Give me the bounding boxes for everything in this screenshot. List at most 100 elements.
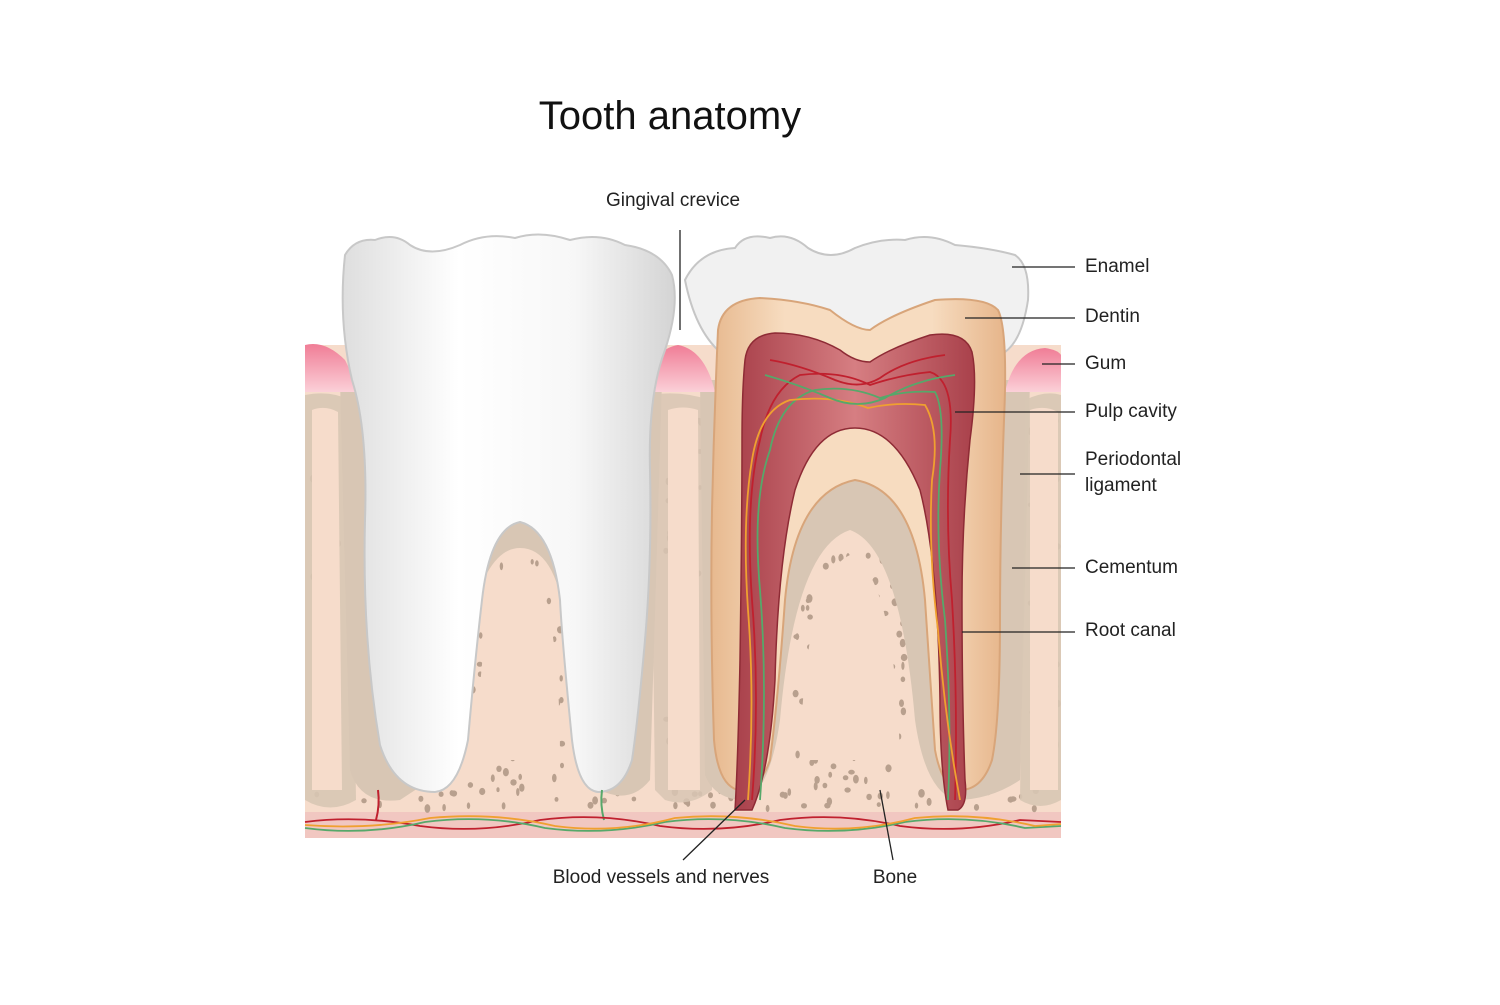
bone-pore xyxy=(795,633,800,640)
bone-pore xyxy=(530,559,534,565)
pulp-vessels xyxy=(744,354,961,801)
bone-pore xyxy=(1007,796,1014,803)
bone-pore xyxy=(552,773,557,783)
bone-pore xyxy=(418,795,424,802)
bone-pore xyxy=(914,802,919,809)
bone-pore xyxy=(1031,805,1037,813)
bone-pore xyxy=(806,594,813,603)
label-enamel: Enamel xyxy=(1085,256,1150,277)
gum-left xyxy=(305,344,360,392)
bone-pore xyxy=(673,802,678,810)
bone-pore xyxy=(499,562,504,571)
bone-pore xyxy=(710,801,716,809)
label-bone: Bone xyxy=(872,867,918,888)
bone-pore xyxy=(886,791,890,799)
bone-pore xyxy=(865,552,871,559)
leader-bone xyxy=(879,789,894,861)
bone-pore xyxy=(490,774,495,782)
bone-septum-right xyxy=(1030,407,1058,790)
bone-pore xyxy=(864,776,868,785)
bone-pore xyxy=(838,553,844,562)
bone-pore xyxy=(901,661,905,671)
bone-pore xyxy=(476,661,483,667)
bone-pore xyxy=(848,769,855,775)
bone-pore xyxy=(842,775,849,781)
bone-septum-middle xyxy=(668,407,700,790)
bone-pore xyxy=(361,798,367,804)
bone-pore xyxy=(809,759,815,766)
bone-pore xyxy=(830,763,837,770)
bone-pore xyxy=(496,765,502,772)
bone-pore xyxy=(518,773,522,781)
bone-pore xyxy=(899,699,904,707)
bone-pore xyxy=(866,793,872,801)
bone-pore xyxy=(559,675,563,682)
bone-pore xyxy=(885,764,892,773)
gum-right xyxy=(1005,348,1061,392)
bone-pore xyxy=(822,562,829,570)
bone-pore xyxy=(918,789,925,798)
label-gum: Gum xyxy=(1085,353,1127,374)
bone-pore xyxy=(496,787,500,793)
bone-pore xyxy=(592,796,598,805)
bone-pore xyxy=(467,782,474,788)
bone-pore xyxy=(900,653,908,662)
leader-lines xyxy=(679,230,1075,861)
bone-pore xyxy=(510,779,517,786)
bone-pore xyxy=(900,676,906,683)
bone-pore xyxy=(708,792,713,799)
leader-blood-vessels xyxy=(682,799,746,861)
bone-pore xyxy=(831,555,836,564)
bone-pore xyxy=(560,762,564,769)
bone-pore xyxy=(792,689,799,698)
bone-pore xyxy=(801,803,807,809)
bone-interradicular-right xyxy=(800,555,900,760)
label-periodontal-line2: ligament xyxy=(1085,475,1157,496)
bone-pore xyxy=(559,697,564,704)
bone-pore xyxy=(478,632,483,639)
label-blood-vessels-nerves: Blood vessels and nerves xyxy=(552,867,770,888)
bone-pore xyxy=(502,768,509,777)
bone-pore xyxy=(899,638,906,648)
bone-pore xyxy=(926,797,932,806)
bone-pore xyxy=(813,782,818,791)
bone-pore xyxy=(900,707,907,716)
bone-pore xyxy=(424,804,431,813)
label-dentin: Dentin xyxy=(1085,306,1140,327)
bone-pore xyxy=(973,804,980,811)
left-tooth xyxy=(341,233,676,794)
bone-pore xyxy=(501,802,506,810)
bone-pore xyxy=(631,796,637,802)
label-periodontal-line1: Periodontal xyxy=(1085,449,1182,470)
bone-pore xyxy=(822,782,828,789)
bone-pore xyxy=(853,774,859,784)
bone-pore xyxy=(765,804,770,813)
bone-pore xyxy=(587,801,594,809)
bone-pore xyxy=(800,604,805,612)
bone-pore xyxy=(795,750,800,759)
bone-pore xyxy=(805,605,810,611)
label-pulp-cavity: Pulp cavity xyxy=(1085,401,1177,422)
bone-septum-left xyxy=(312,407,342,790)
bone-pore xyxy=(516,788,520,796)
bone-pore xyxy=(450,790,458,797)
label-root-canal: Root canal xyxy=(1085,620,1176,641)
base-vessels xyxy=(304,815,1062,832)
bone-pore xyxy=(826,797,833,806)
bone-pore xyxy=(519,783,525,792)
right-tooth-pulp xyxy=(734,332,976,811)
bone-pore xyxy=(438,791,444,797)
bone-pore xyxy=(601,797,607,804)
bone-pore xyxy=(787,788,792,796)
label-gingival-crevice: Gingival crevice xyxy=(605,190,741,211)
left-root-vessel-1 xyxy=(375,789,380,821)
bone-pore xyxy=(479,787,486,796)
bone-pore xyxy=(807,614,813,620)
bone-pore xyxy=(554,797,559,802)
label-cementum: Cementum xyxy=(1085,557,1178,578)
bone-pore xyxy=(896,630,903,638)
bone-pore xyxy=(844,787,851,793)
bone-pore xyxy=(779,791,786,798)
bone-pore xyxy=(442,804,446,812)
